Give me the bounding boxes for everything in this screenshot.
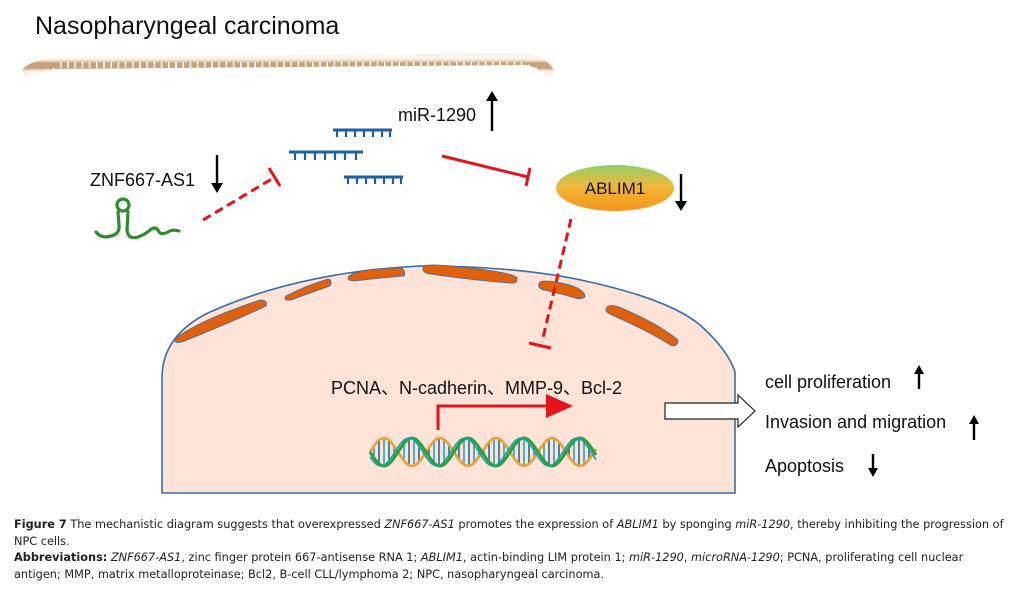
abbreviations: Abbreviations: ZNF667-AS1, zinc finger p… xyxy=(14,550,1004,583)
dna-helix-icon xyxy=(368,436,598,468)
caption-text: The mechanistic diagram suggests that ov… xyxy=(66,518,385,531)
membrane-organelles xyxy=(174,264,679,347)
figure-label: Figure 7 xyxy=(14,518,67,531)
mir-1290-label: miR-1290 xyxy=(398,105,477,125)
outcome-invasion-migration: Invasion and migration xyxy=(765,412,947,432)
mirna-strand-2 xyxy=(289,150,363,160)
abbreviations-label: Abbreviations: xyxy=(14,551,108,564)
apoptosis-down-arrow xyxy=(868,454,878,477)
trend-arrows xyxy=(211,91,979,477)
lncrna-hairpin-icon xyxy=(94,197,181,240)
outcome-apoptosis: Apoptosis xyxy=(765,456,845,476)
znf667-as1-label: ZNF667-AS1 xyxy=(90,170,196,190)
outcome-cell-proliferation: cell proliferation xyxy=(765,372,892,392)
dna-strand xyxy=(369,437,597,467)
cell-body xyxy=(161,265,736,494)
target-genes-label: PCNA、N-cadherin、MMP-9、Bcl-2 xyxy=(331,378,623,398)
figure-legend: Figure 7 The mechanistic diagram suggest… xyxy=(14,517,1004,550)
mechanism-diagram: Nasopharyngeal carcinoma miR-1290 ZNF667… xyxy=(22,12,979,494)
caption-italic: ZNF667-AS1 xyxy=(110,551,182,564)
invasion-up-arrow xyxy=(969,415,979,440)
inhibition-mir-to-ablim1 xyxy=(441,154,532,187)
ablim1-down-arrow xyxy=(675,174,687,211)
caption-italic: miR-1290 xyxy=(735,518,791,531)
transcription-arrow xyxy=(436,394,573,430)
proliferation-up-arrow xyxy=(914,365,924,389)
dna-strand xyxy=(368,436,598,468)
caption-text: , thereby inhibiting the progression of … xyxy=(14,518,1004,548)
ablim1-label: ABLIM1 xyxy=(584,179,646,198)
diagram-title: Nasopharyngeal carcinoma xyxy=(35,12,340,40)
caption-italic: ZNF667-AS1 xyxy=(384,518,455,531)
diagram-canvas xyxy=(22,52,979,494)
znf-down-arrow xyxy=(211,155,223,193)
caption-text: , zinc finger protein 667-antisense RNA … xyxy=(181,551,421,564)
cell-membrane xyxy=(22,52,554,78)
mir-up-arrow xyxy=(486,91,498,131)
caption-text: , xyxy=(683,551,692,564)
caption-italic: ABLIM1 xyxy=(616,518,659,531)
mirna-icons xyxy=(289,128,403,184)
caption-italic: ABLIM1 xyxy=(420,551,463,564)
mirna-strand-1 xyxy=(333,128,392,137)
inhibition-znf-to-mir xyxy=(202,167,282,222)
figure-caption: Figure 7 The mechanistic diagram suggest… xyxy=(14,517,1004,583)
caption-text: promotes the expression of xyxy=(454,518,617,531)
mirna-strand-3 xyxy=(344,175,403,184)
caption-text: , actin-binding LIM protein 1; xyxy=(462,551,630,564)
caption-italic: microRNA-1290 xyxy=(691,551,780,564)
ablim1-node xyxy=(556,165,674,211)
outcome-arrow xyxy=(664,393,756,429)
inhibition-ablim1-to-genes xyxy=(528,218,573,350)
caption-text: ; PCNA, proliferating cell nuclear antig… xyxy=(14,551,964,581)
caption-text: by sponging xyxy=(658,518,736,531)
caption-italic: miR-1290 xyxy=(629,551,684,564)
dna-strand xyxy=(368,436,598,468)
